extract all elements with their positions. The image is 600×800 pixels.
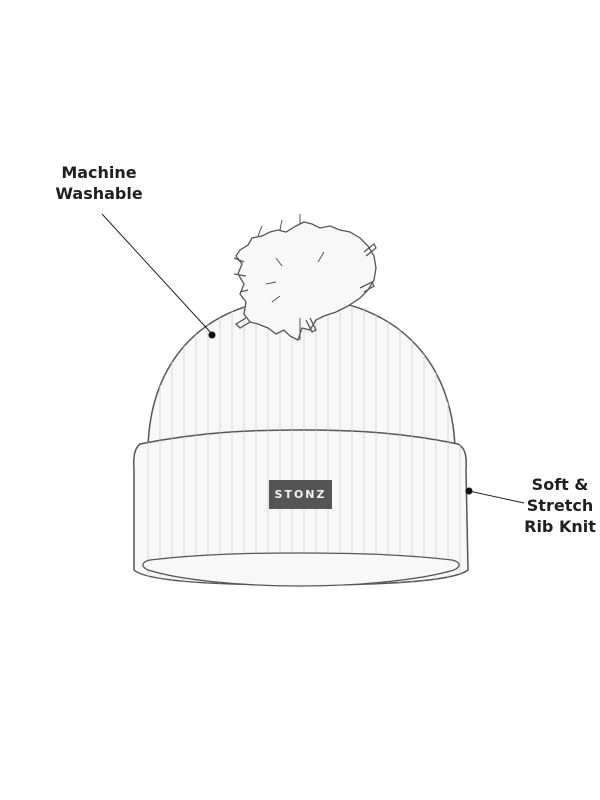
- callout-text-line: Washable: [55, 184, 143, 203]
- callout-soft-stretch-rib-knit: Soft & Stretch Rib Knit: [500, 474, 600, 537]
- hat-cuff: [133, 429, 469, 587]
- callout-text-line: Stretch: [526, 496, 594, 515]
- brand-logo-text: STONZ: [274, 488, 327, 501]
- callout-machine-washable: Machine Washable: [40, 162, 158, 204]
- brand-label-patch: STONZ: [269, 480, 332, 509]
- callout-text-line: Machine: [61, 163, 137, 182]
- callout-leader-left: [101, 213, 216, 339]
- pom-pom: [233, 214, 377, 341]
- callout-text-line: Soft &: [531, 475, 589, 494]
- callout-text-line: Rib Knit: [524, 517, 596, 536]
- callout-leader-right: [465, 487, 525, 504]
